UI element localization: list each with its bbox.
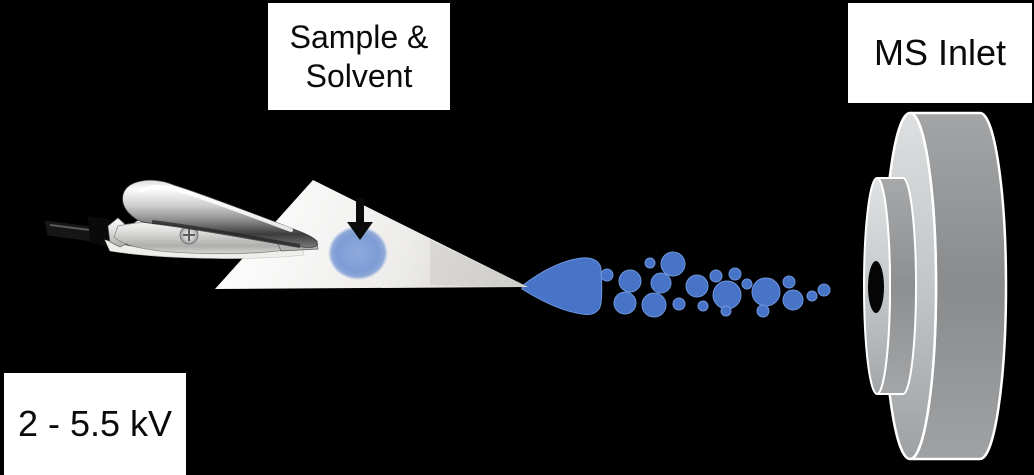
sample-solvent-label-line2: Solvent [305, 57, 413, 94]
ms-inlet-label-text: MS Inlet [873, 32, 1007, 73]
paper-tip-shading [430, 240, 528, 287]
paper-spray-triangle [215, 180, 528, 289]
sample-solvent-spot [328, 226, 388, 280]
high-voltage-wire [43, 216, 110, 247]
sample-spot-arrow-icon [347, 198, 373, 240]
electrospray-plume [521, 251, 831, 318]
ms-inlet-capillary [863, 111, 1008, 461]
alligator-clip-electrode [104, 179, 319, 259]
clip-lever-highlight [138, 184, 293, 232]
voltage-label: 2 - 5.5 kV [4, 373, 186, 475]
sample-solvent-label-line1: Sample & [289, 18, 429, 55]
spray-droplets [600, 251, 831, 318]
spray-cone [521, 257, 603, 315]
ms-inlet-label: MS Inlet [848, 3, 1032, 103]
clip-lever-shadow [151, 220, 301, 248]
wire-boot [88, 216, 110, 247]
voltage-label-text: 2 - 5.5 kV [17, 403, 173, 444]
inlet-orifice [868, 261, 884, 313]
sample-solvent-label: Sample & Solvent [268, 3, 450, 110]
